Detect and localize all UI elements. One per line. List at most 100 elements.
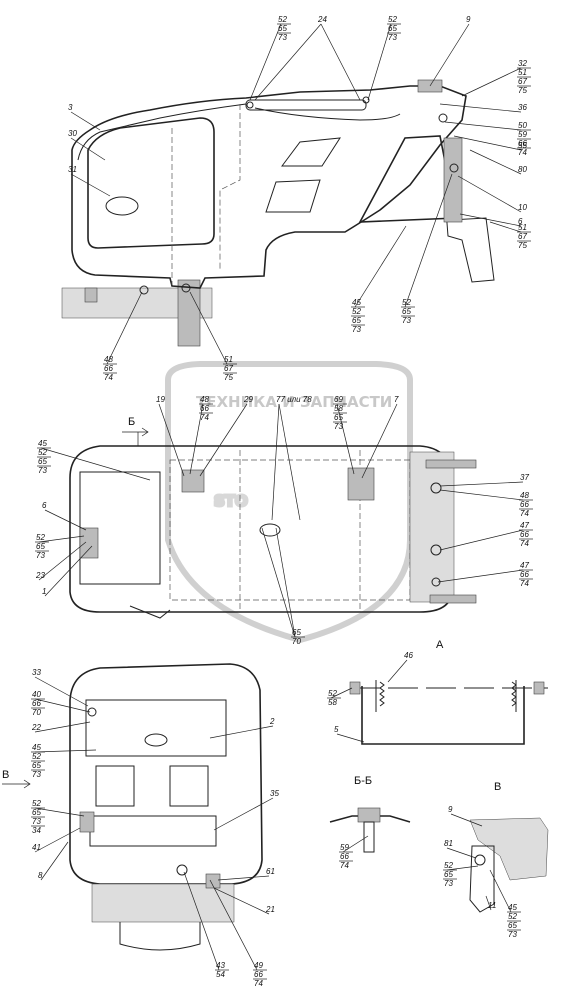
- view-v-arrow: В: [2, 769, 31, 789]
- leader-line: [189, 403, 204, 475]
- callout-number: 75: [518, 241, 527, 250]
- strut-pin-left: [246, 101, 254, 109]
- nut-right: [533, 681, 545, 695]
- callout-number: 9: [466, 15, 471, 24]
- section-bolt: [363, 821, 375, 853]
- leader-line: [439, 103, 522, 113]
- leader-line: [489, 869, 512, 913]
- callout-number: 52: [388, 15, 397, 24]
- rear-hinge-bottom: [429, 594, 477, 604]
- leader-line: [209, 879, 258, 971]
- callout-number: 45: [38, 439, 47, 448]
- leader-line: [330, 687, 353, 699]
- callout-number: 58: [328, 698, 337, 707]
- callout-number: 65: [36, 542, 45, 551]
- callout-number: 66: [520, 530, 529, 539]
- leader-line: [461, 67, 522, 97]
- callout-number: 67: [518, 77, 527, 86]
- callout-number: 59: [518, 130, 527, 139]
- callout-number: 65: [508, 921, 517, 930]
- callout-number: 21: [265, 905, 275, 914]
- section-bb: Б-Б: [329, 775, 411, 853]
- callout-c55: 55: [518, 141, 527, 150]
- detail-v: В: [469, 781, 549, 913]
- detail-a: А: [349, 639, 548, 745]
- callout-number: 73: [444, 879, 453, 888]
- front-drain: [205, 873, 221, 889]
- callout-number: 29: [243, 395, 253, 404]
- callout-number: 48: [520, 491, 529, 500]
- side-bolt-block: [84, 287, 98, 303]
- callout-number: 70: [32, 708, 41, 717]
- callout-c33: 33: [32, 668, 41, 677]
- callout-number: 1: [42, 587, 46, 596]
- callout-number: 65: [352, 316, 361, 325]
- rear-hinge-top: [425, 459, 477, 469]
- detail-v-bracket: [469, 845, 495, 913]
- callout-number: 52: [36, 533, 45, 542]
- callout-number: 59: [340, 843, 349, 852]
- leader-line: [189, 291, 228, 365]
- spring-right-icon: [511, 681, 517, 707]
- leader-line: [70, 173, 111, 197]
- callout-number: 47: [520, 521, 529, 530]
- callout-c23: 23: [35, 571, 45, 580]
- leader-line: [40, 841, 69, 881]
- callout-c6a: 6: [518, 217, 523, 226]
- callout-number: 43: [216, 961, 225, 970]
- nut-left: [349, 681, 361, 695]
- cabin-side-outline: [71, 85, 467, 289]
- leader-line: [213, 797, 274, 831]
- callout-number: 52: [444, 861, 453, 870]
- callout-number: 73: [388, 33, 397, 42]
- callout-number: 52: [508, 912, 517, 921]
- leader-line: [199, 403, 248, 477]
- leader-line: [387, 659, 408, 683]
- callout-number: 75: [518, 86, 527, 95]
- callout-c9b: 9: [448, 805, 453, 814]
- view-v-arrow-label: В: [2, 769, 9, 781]
- callout-number: 73: [402, 316, 411, 325]
- callout-number: 74: [518, 148, 527, 157]
- view-v-label: В: [494, 781, 501, 793]
- callout-number: 65: [444, 870, 453, 879]
- callout-c10: 10: [518, 203, 527, 212]
- leader-line: [254, 23, 322, 101]
- callout-number: 5: [334, 725, 339, 734]
- section-head: [357, 807, 381, 823]
- leader-line: [34, 827, 81, 853]
- callout-number: 32: [518, 59, 527, 68]
- callout-number: 3: [68, 103, 73, 112]
- leader-line: [106, 291, 143, 365]
- callout-number: 73: [38, 466, 47, 475]
- callout-c5: 5: [334, 725, 339, 734]
- leader-line: [336, 733, 365, 743]
- bolt-37: [430, 482, 442, 494]
- detail-v-body: [469, 817, 549, 881]
- leader-line: [446, 865, 479, 871]
- callout-number: 74: [520, 579, 529, 588]
- callout-number: 74: [340, 861, 349, 870]
- leader-line: [367, 23, 392, 101]
- callout-number: 51: [518, 68, 527, 77]
- callout-number: 52: [328, 689, 337, 698]
- leader-line: [457, 175, 522, 213]
- leader-line: [38, 535, 85, 543]
- callout-number: 45: [32, 743, 41, 752]
- leader-line: [34, 749, 97, 753]
- cut-arrow-icon: [122, 427, 149, 446]
- cut-b-label: Б: [128, 416, 135, 428]
